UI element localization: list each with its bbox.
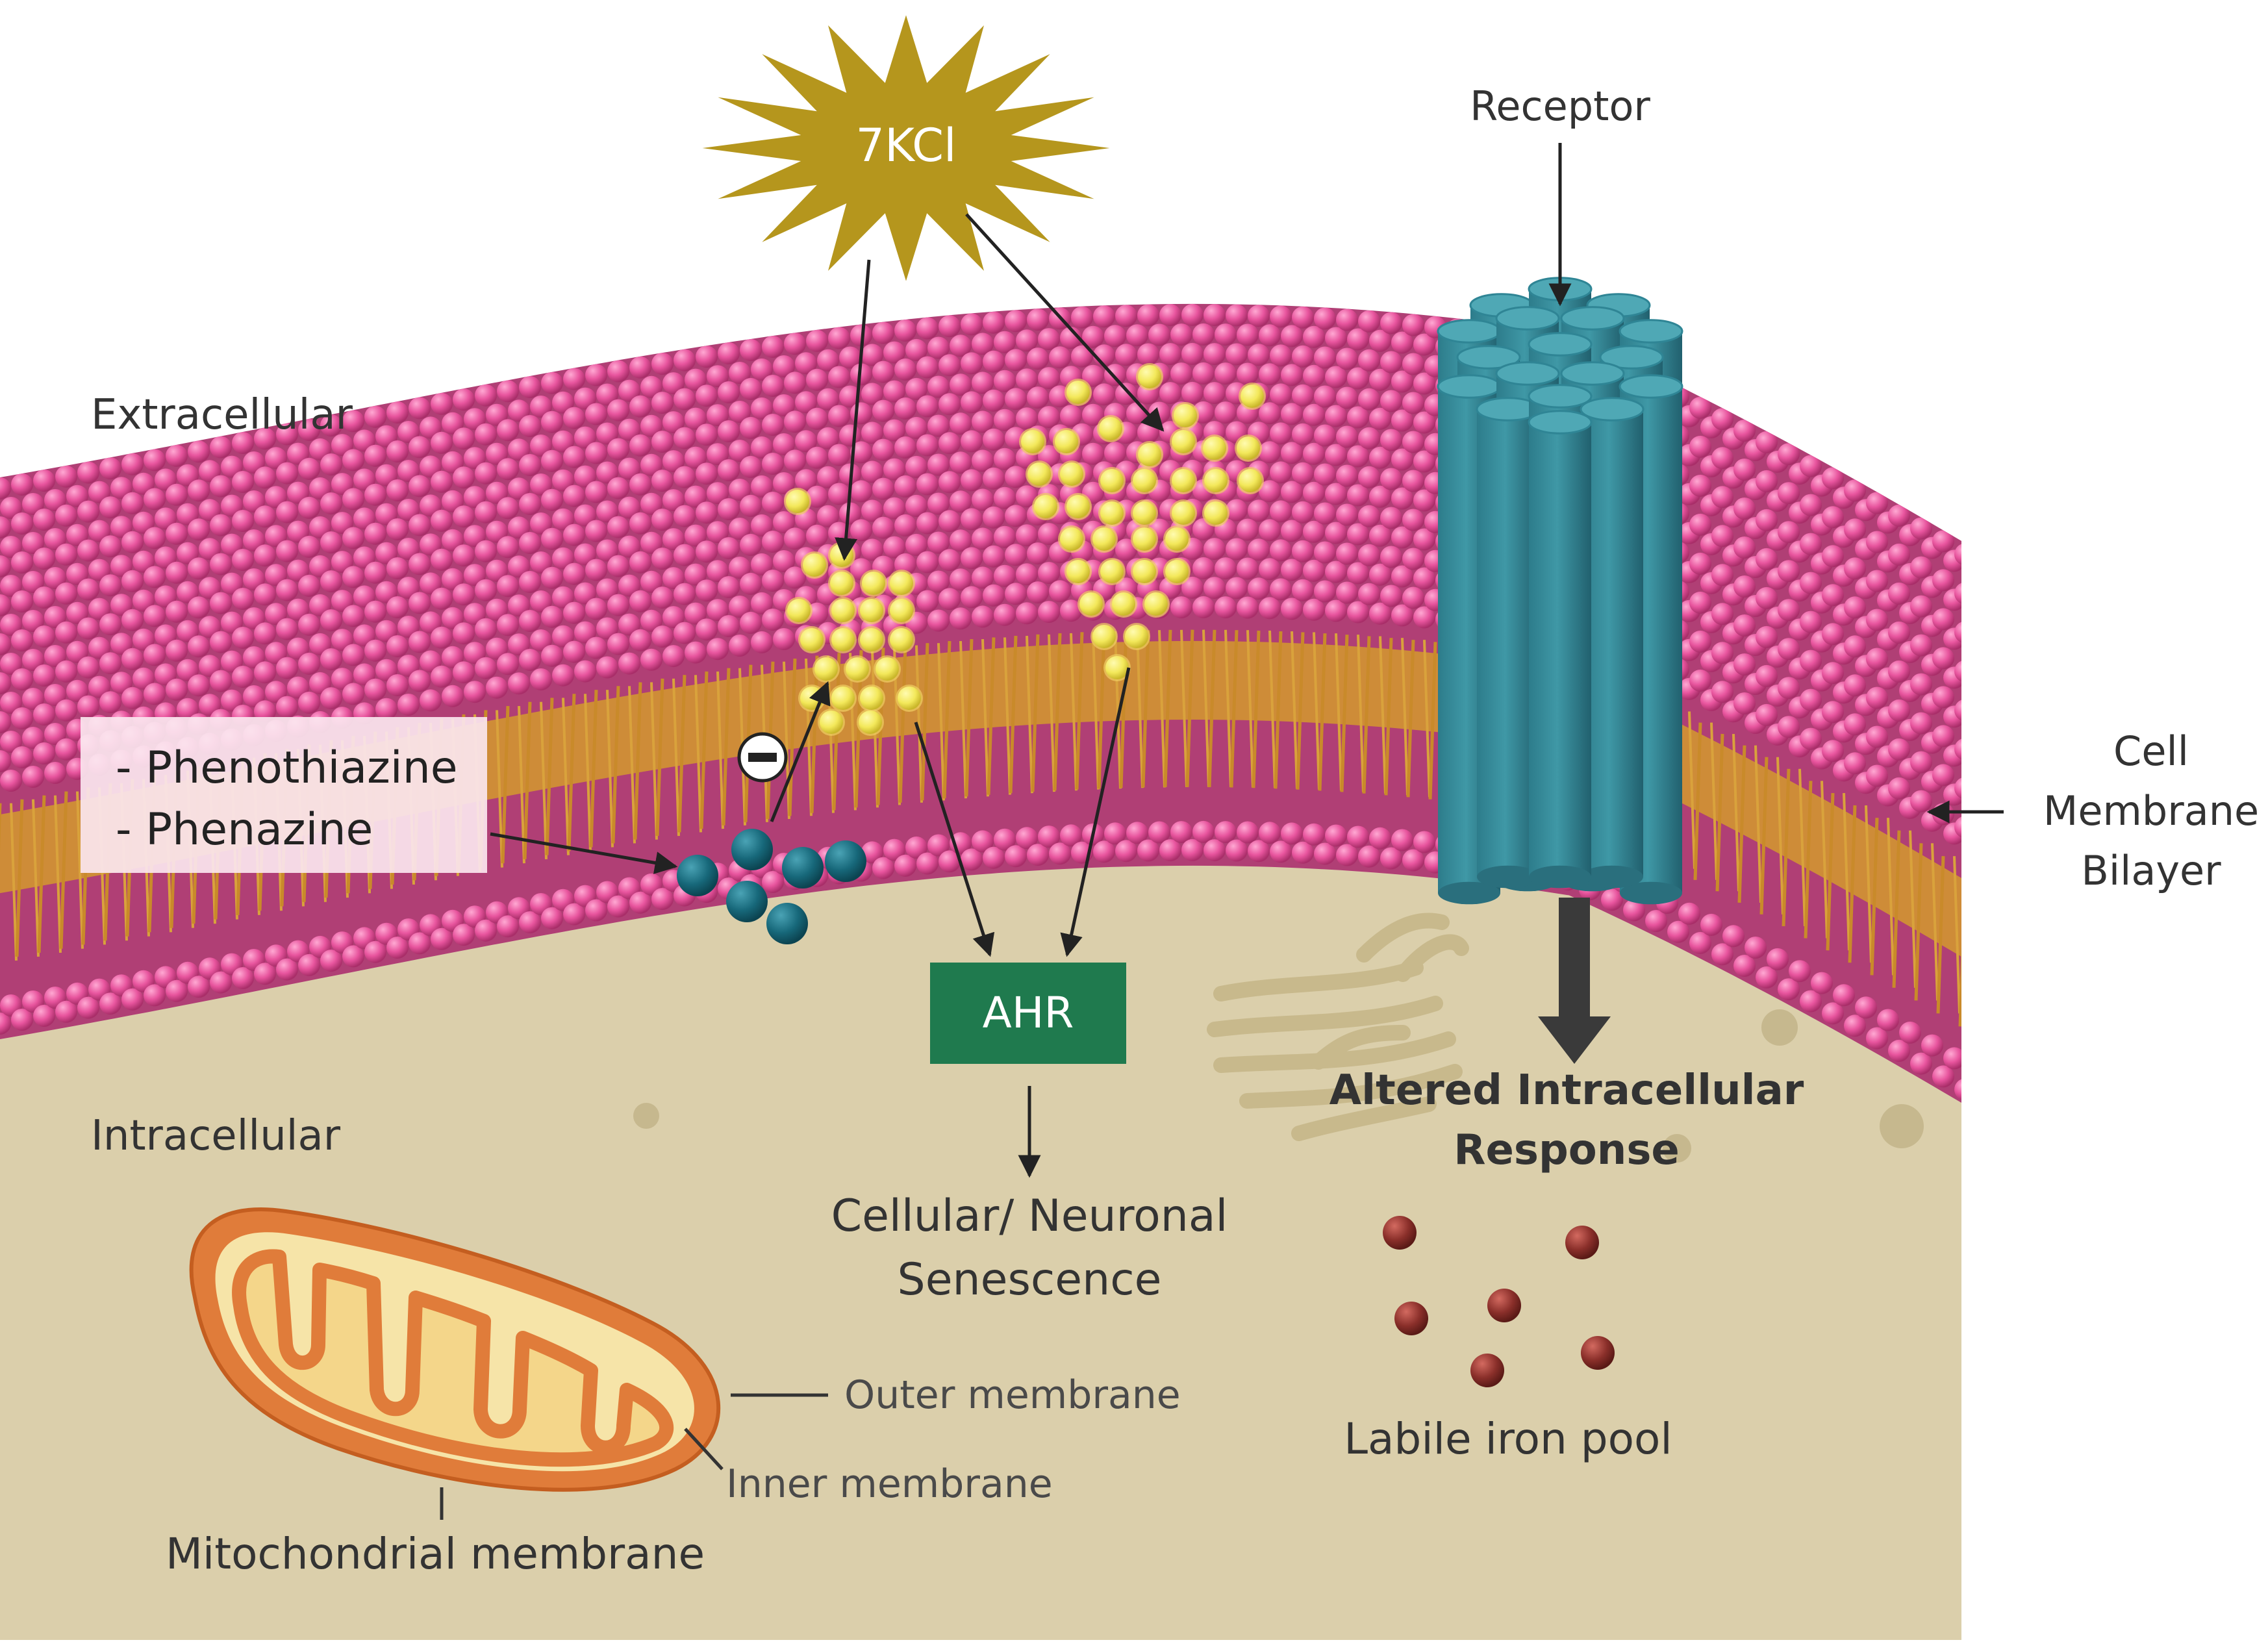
- receptor-label: Receptor: [1470, 82, 1650, 130]
- senescence-label-line1: Cellular/ Neuronal: [831, 1191, 1228, 1242]
- inner-membrane-label: Inner membrane: [726, 1461, 1053, 1507]
- intracellular-label: Intracellular: [91, 1112, 341, 1160]
- stimulus-label: 7KCl: [856, 119, 957, 172]
- inhibitor-label-phenazine: - Phenazine: [116, 804, 373, 855]
- mitochondrial-membrane-label: Mitochondrial membrane: [166, 1529, 705, 1579]
- inhibition-symbol: [737, 732, 788, 783]
- iron-particle: [1470, 1354, 1504, 1387]
- iron-particle: [1487, 1289, 1521, 1322]
- inhibitor-molecule: [782, 847, 824, 889]
- arrow-7kcl-to-left-cluster: [835, 259, 871, 561]
- receptor-channel: [1437, 277, 1683, 905]
- inhibitor-label-box: - Phenothiazine - Phenazine: [81, 717, 487, 873]
- altered-response-label-line2: Response: [1454, 1126, 1680, 1174]
- oxysterol-cluster-left: [784, 488, 923, 736]
- mito-inner-membrane-cristae: [232, 1249, 674, 1467]
- ahr-label: AHR: [983, 988, 1074, 1038]
- cytoplasm-particles: [633, 1009, 1924, 1163]
- ahr-box: AHR: [930, 963, 1126, 1064]
- arrow-7kcl-to-right-cluster: [965, 213, 1165, 432]
- inhibitor-molecule: [677, 855, 718, 896]
- senescence-label-line2: Senescence: [898, 1254, 1162, 1305]
- inhibitor-molecule: [766, 903, 808, 944]
- cell-membrane-label-line3: Bilayer: [2081, 847, 2221, 894]
- mitochondrion: [189, 1207, 828, 1520]
- iron-particle: [1383, 1216, 1417, 1250]
- inhibitor-molecule: [825, 840, 866, 882]
- cell-membrane-label-line1: Cell: [2113, 727, 2189, 775]
- arrow-inhibitor-label-to-molecules: [490, 832, 678, 874]
- stimulus-starburst: 7KCl: [702, 15, 1110, 281]
- iron-particle: [1394, 1302, 1428, 1335]
- arrow-inhibitor-to-cluster: [770, 681, 831, 822]
- inhibitor-molecule: [731, 829, 773, 870]
- labile-iron-pool: [1383, 1216, 1615, 1387]
- inhibitor-label-phenothiazine: - Phenothiazine: [116, 742, 458, 794]
- iron-particle: [1565, 1226, 1599, 1259]
- receptor-output-arrow: [1538, 898, 1611, 1064]
- arrow-left-cluster-to-ahr: [914, 722, 995, 957]
- inhibitor-molecules: [677, 829, 866, 944]
- inhibitor-molecule: [726, 881, 768, 922]
- labile-iron-pool-label: Labile iron pool: [1344, 1414, 1672, 1464]
- arrow-right-cluster-to-ahr: [1060, 667, 1131, 957]
- iron-particle: [1581, 1336, 1615, 1370]
- golgi-organelle: [1207, 913, 1469, 1141]
- outer-membrane-label: Outer membrane: [844, 1372, 1181, 1418]
- altered-response-label-line1: Altered Intracellular: [1329, 1066, 1804, 1115]
- oxysterol-cluster-right: [1019, 363, 1266, 681]
- pathway-arrows: [490, 143, 2004, 1178]
- extracellular-label: Extracellular: [91, 391, 353, 439]
- cell-membrane-label-line2: Membrane: [2043, 787, 2259, 835]
